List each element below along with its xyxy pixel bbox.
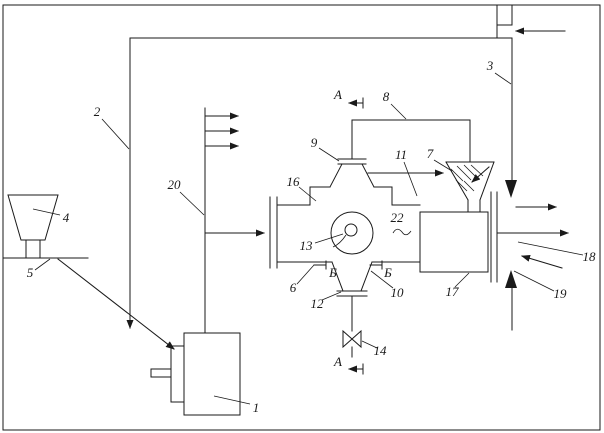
air-inlet-port (496, 4, 566, 39)
duct-8 (351, 119, 471, 162)
part-label-2: 2 (94, 104, 101, 119)
funnel-flow-arrow (471, 166, 490, 183)
distribution-line-20 (204, 107, 265, 334)
part-label-6: 6 (290, 280, 297, 295)
part-label-14: 14 (374, 343, 388, 358)
part-label-11: 11 (395, 147, 407, 162)
part-label-20: 20 (168, 177, 182, 192)
section-mark-b-left: Б (313, 260, 337, 280)
chamber-wall (505, 37, 517, 331)
part-labels: 1 2 3 4 5 6 7 8 9 10 11 12 13 14 16 17 1… (27, 58, 596, 415)
leader-20 (179, 191, 205, 216)
leader-9 (318, 147, 340, 162)
mill-motor-1 (150, 332, 241, 416)
valve-14 (342, 295, 362, 358)
leader-10 (370, 270, 394, 289)
part-label-5: 5 (27, 265, 34, 280)
part-label-1: 1 (253, 400, 260, 415)
inlet-flange (269, 196, 278, 269)
part-label-16: 16 (287, 174, 301, 189)
leader-5 (34, 258, 51, 271)
leader-2 (101, 118, 130, 150)
part-label-18: 18 (583, 249, 597, 264)
wall-wedge-upper (505, 180, 517, 198)
fan-wheel-13 (330, 211, 374, 255)
part-label-8: 8 (383, 89, 390, 104)
leader-18 (517, 241, 584, 256)
section-letter-b-right: Б (383, 265, 392, 280)
part-label-13: 13 (300, 238, 314, 253)
part-label-19: 19 (554, 286, 568, 301)
feed-hopper-4 (7, 194, 59, 258)
leader-lines (32, 72, 584, 405)
section-mark-b-right: Б (369, 260, 392, 280)
leader-17 (454, 272, 470, 288)
part-label-7: 7 (427, 146, 434, 161)
pipe-line-2 (126, 37, 513, 329)
part-label-22: 22 (391, 210, 405, 225)
section-letter-a-top: А (333, 87, 342, 102)
section-letter-b-left: Б (328, 265, 337, 280)
section-mark-a-top: А (333, 87, 364, 109)
part-label-10: 10 (391, 285, 405, 300)
leader-1 (213, 395, 251, 405)
leader-3 (494, 72, 512, 85)
bottom-cone-12 (331, 261, 373, 297)
wall-wedge-lower (505, 270, 517, 288)
collection-chamber-17 (419, 211, 489, 273)
feed-chute (57, 258, 175, 350)
leader-11 (403, 161, 418, 197)
leader-16 (298, 186, 317, 202)
fan-blade (332, 234, 347, 248)
part-label-17: 17 (446, 284, 460, 299)
fan-housing (276, 186, 421, 263)
top-cone-9 (329, 158, 375, 188)
leader-6 (296, 264, 315, 285)
outlet-arrows (497, 203, 569, 269)
fan-hub (344, 223, 358, 237)
sleeve-22 (392, 228, 412, 236)
return-flow-arrow (521, 254, 563, 269)
leader-4 (32, 208, 61, 216)
leader-14 (361, 340, 378, 349)
border-frame (2, 4, 601, 431)
leader-12 (321, 291, 342, 301)
leader-19 (513, 270, 555, 292)
leader-7 (433, 159, 453, 172)
part-label-12: 12 (311, 296, 325, 311)
section-mark-a-bottom: А (333, 354, 364, 375)
section-letter-a-bottom: А (333, 354, 342, 369)
cyclone-funnel-7 (445, 161, 495, 213)
part-label-9: 9 (311, 135, 318, 150)
part-label-4: 4 (63, 210, 70, 225)
outlet-flange (490, 191, 498, 283)
leader-13 (314, 233, 344, 244)
leader-8 (390, 103, 407, 120)
part-label-3: 3 (486, 58, 494, 73)
